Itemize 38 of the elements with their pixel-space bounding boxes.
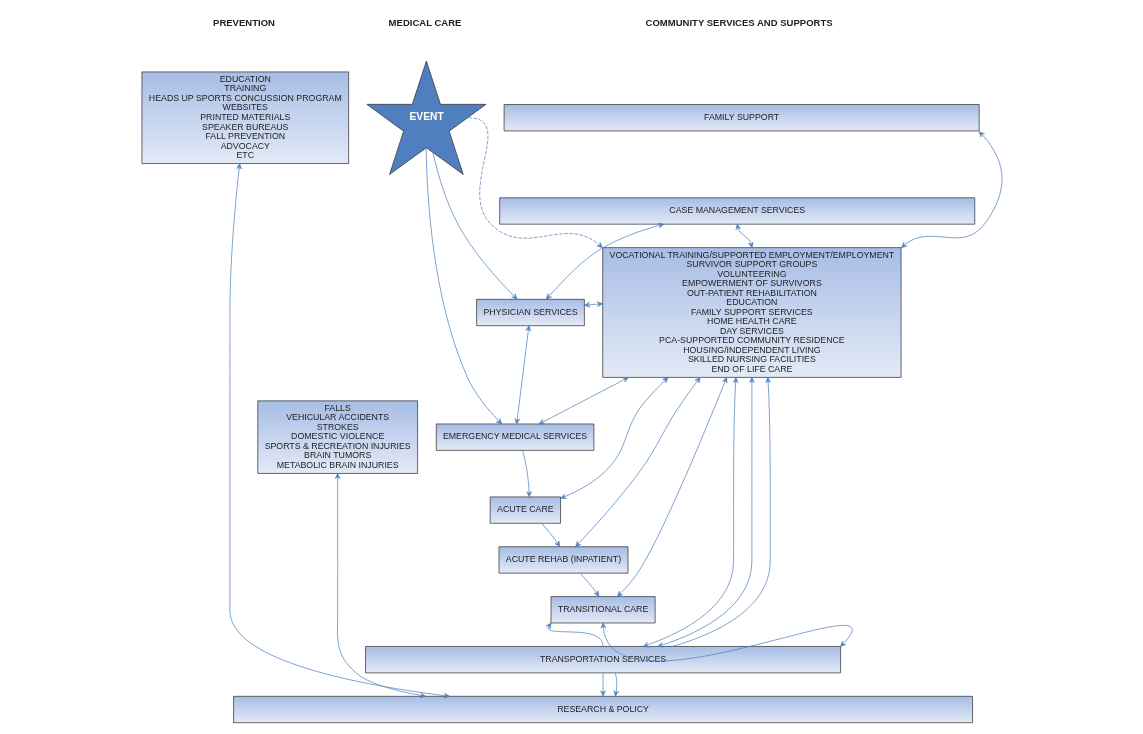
arrow	[657, 377, 755, 648]
arrow	[642, 377, 738, 648]
arrow	[613, 672, 619, 697]
arrow	[735, 223, 753, 248]
node-box: TRANSITIONAL CARE	[550, 596, 655, 624]
arrow	[616, 377, 727, 597]
arrow	[545, 222, 664, 300]
arrow	[559, 377, 668, 499]
arrow	[538, 377, 629, 425]
node-box: CASE MANAGEMENT SERVICES	[498, 197, 975, 225]
arrow	[600, 622, 853, 662]
arrow	[579, 573, 599, 597]
arrow	[229, 163, 450, 699]
arrow	[334, 473, 426, 698]
arrow	[900, 131, 1002, 248]
node-box: PHYSICIAN SERVICES	[475, 298, 585, 327]
node-box: EMERGENCY MEDICAL SERVICES	[435, 423, 594, 451]
arrow	[574, 377, 700, 548]
node-box: VOCATIONAL TRAINING/SUPPORTED EMPLOYMENT/EMPLOYMENT SURVIVOR SUPPORT GROUPS VOLUNTEERING EMPOWERMENT OF SURVIVORS OUT-PATIENT REHABILITATION EDUCATION FAMILY SUPPORT SERVICES HOME HEALTH CARE DAY SERVICES PCA-SUPPORTED COMMUNITY RESIDENCE HOUSING/INDEPENDENT LIVING SKILLED NURSING FACILITIES END OF LIFE CARE	[601, 247, 901, 378]
node-box: ACUTE REHAB (INPATIENT)	[498, 546, 628, 574]
arrow	[545, 622, 603, 647]
node-box: FAMILY SUPPORT	[503, 104, 980, 132]
arrow	[583, 301, 603, 308]
arrow	[467, 117, 603, 248]
arrow	[540, 523, 560, 547]
node-box: EDUCATION TRAINING HEADS UP SPORTS CONCUSSION PROGRAM WEBSITES PRINTED MATERIALS SPEAKER BUREAUS FALL PREVENTION ADVOCACY ETC	[141, 71, 349, 164]
label: PREVENTION	[212, 17, 275, 29]
node-box: FALLS VEHICULAR ACCIDENTS STROKES DOMESTIC VIOLENCE SPORTS & RECREATION INJURIES BRAIN TUMORS METABOLIC BRAIN INJURIES	[256, 400, 418, 474]
node-box: TRANSPORTATION SERVICES	[364, 646, 841, 674]
label: COMMUNITY SERVICES AND SUPPORTS	[645, 17, 833, 29]
node-box: ACUTE CARE	[489, 496, 561, 524]
label: MEDICAL CARE	[388, 17, 461, 29]
arrow	[671, 377, 771, 647]
arrow	[599, 672, 606, 697]
arrow	[432, 152, 517, 300]
arrow	[425, 147, 502, 425]
arrow	[514, 325, 531, 425]
arrow	[521, 450, 532, 498]
